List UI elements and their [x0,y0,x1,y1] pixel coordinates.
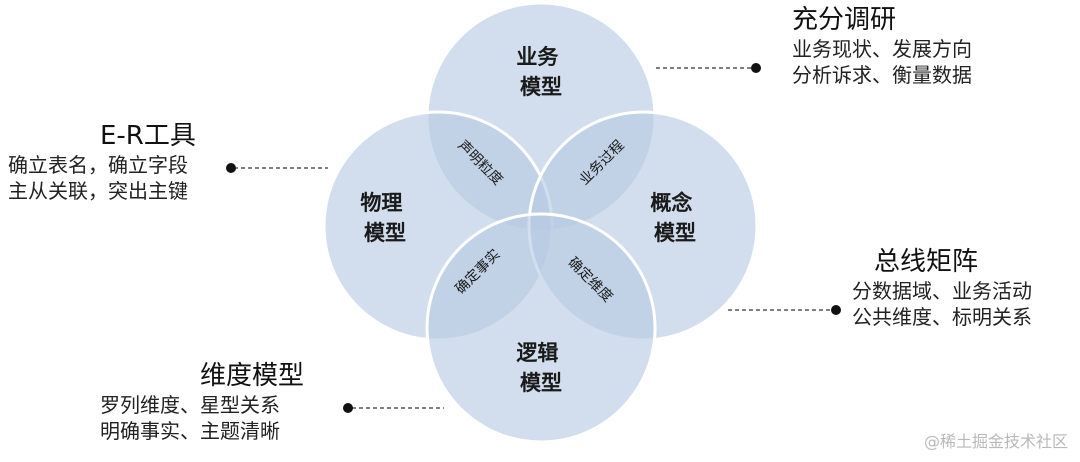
bus-matrix-leader-dot [831,305,841,315]
dimension-model-title: 维度模型 [200,361,305,391]
research-annotation: 充分调研 业务现状、发展方向 分析诉求、衡量数据 [792,4,972,88]
research-title: 充分调研 [792,5,897,35]
er-tool-leader-dot [226,163,236,173]
research-line-1: 业务现状、发展方向 [792,37,972,61]
logic-model-label: 逻辑 模型 [516,341,565,395]
dimension-model-annotation: 维度模型 罗列维度、星型关系 明确事实、主题清晰 [100,360,304,444]
research-leader-dot [751,63,761,73]
research-line-2: 分析诉求、衡量数据 [792,63,972,87]
er-tool-line-1: 确立表名，确立字段 [8,153,188,177]
physical-model-label: 物理 模型 [360,191,409,245]
bus-matrix-annotation: 总线矩阵 分数据域、业务活动 公共维度、标明关系 [852,246,1032,330]
er-tool-line-2: 主从关联，突出主键 [8,179,188,203]
dimension-model-line-1: 罗列维度、星型关系 [100,393,280,417]
dimension-model-line-2: 明确事实、主题清晰 [100,419,280,443]
bus-matrix-title: 总线矩阵 [874,247,979,277]
business-model-label: 业务 模型 [516,45,565,99]
dimension-model-leader-dot [343,403,353,413]
concept-model-label: 概念 模型 [650,191,699,245]
watermark: @稀土掘金技术社区 [923,432,1068,451]
logic-model-circle [425,212,657,444]
bus-matrix-line-2: 公共维度、标明关系 [852,305,1032,329]
bus-matrix-line-1: 分数据域、业务活动 [852,279,1032,303]
er-tool-title: E-R工具 [100,121,196,151]
er-tool-annotation: E-R工具 确立表名，确立字段 主从关联，突出主键 [8,120,196,204]
